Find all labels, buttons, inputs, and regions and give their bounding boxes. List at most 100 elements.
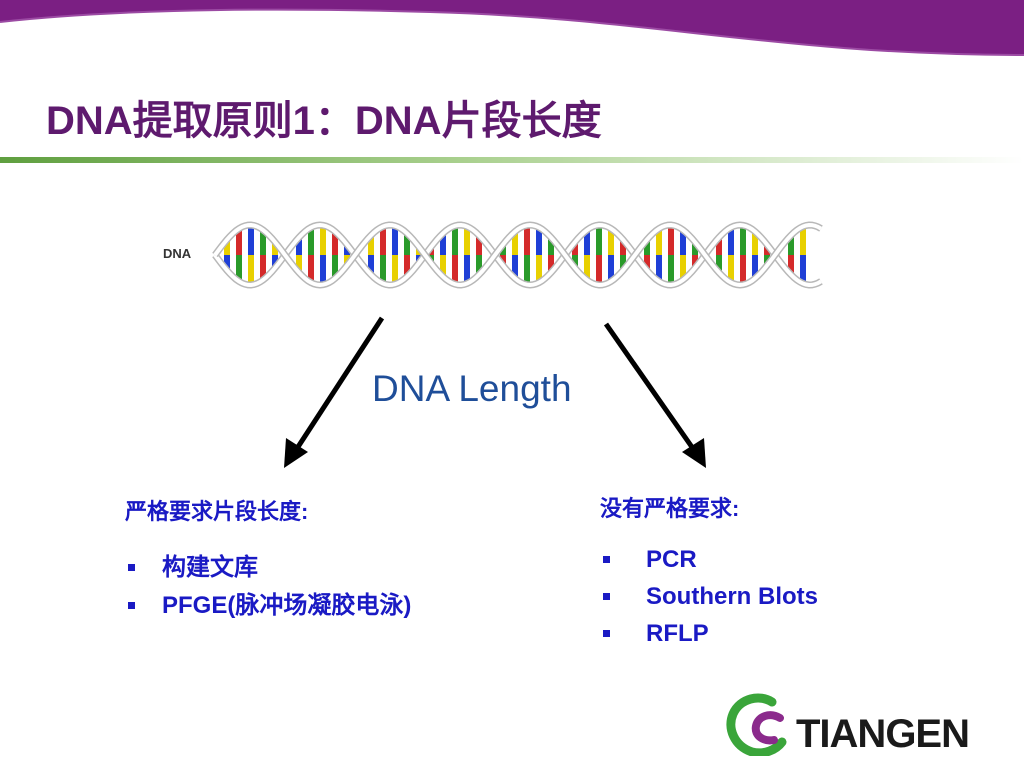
list-item-text: RFLP [646, 620, 709, 647]
dna-base-pair-segment [692, 255, 698, 269]
dna-base-pair-segment [440, 255, 446, 277]
dna-base-pair-segment [512, 231, 518, 255]
dna-base-pair-segment [236, 255, 242, 282]
dna-base-pair-segment [440, 233, 446, 255]
dna-base-pair-segment [380, 226, 386, 255]
dna-base-pair-segment [464, 226, 470, 255]
dna-base-pair-segment [668, 225, 674, 255]
dna-base-pair-segment [800, 255, 806, 284]
dna-base-pair-segment [680, 229, 686, 255]
dna-base-pair-segment [476, 235, 482, 255]
dna-base-pair-segment [368, 255, 374, 275]
dna-base-pair-segment [788, 255, 794, 275]
dna-base-pair-segment [584, 255, 590, 281]
dna-base-pair-segment [512, 255, 518, 279]
logo-brand-text: TIANGEN [796, 712, 970, 756]
dna-base-pair-segment [248, 225, 254, 255]
title-divider [0, 157, 1024, 163]
dna-base-pair-segment [248, 255, 254, 285]
dna-base-pair-segment [692, 241, 698, 255]
dna-base-pair-segment [608, 228, 614, 255]
dna-base-pair-segment [224, 255, 230, 271]
dna-base-pair-segment [332, 231, 338, 255]
dna-base-pair-segment [536, 227, 542, 255]
dna-base-pair-segment [572, 241, 578, 255]
dna-base-pair-segment [572, 255, 578, 269]
dna-base-pair-segment [800, 226, 806, 255]
square-bullet-icon [603, 630, 610, 637]
dna-base-pair-segment [260, 255, 266, 281]
dna-base-pair-segment [668, 255, 674, 285]
dna-base-pair-segment [740, 255, 746, 285]
dna-base-pair-segment [464, 255, 470, 284]
dna-base-pair-segment [584, 229, 590, 255]
no-strict-requirement-list: PCR Southern Blots RFLP [603, 544, 818, 655]
arrow-down-right-icon [603, 322, 706, 468]
dna-base-pair-segment [620, 239, 626, 255]
strict-requirement-heading: 严格要求片段长度: [125, 499, 309, 524]
no-strict-requirement-heading: 没有严格要求: [600, 496, 740, 521]
dna-base-pair-segment [404, 233, 410, 255]
arrow-down-left-icon [284, 316, 385, 468]
dna-base-pair-segment [524, 225, 530, 255]
list-item-text: Southern Blots [646, 583, 818, 610]
square-bullet-icon [128, 564, 135, 571]
list-item: 构建文库 [128, 552, 411, 590]
dna-base-pair-segment [620, 255, 626, 271]
dna-base-pair-segment [656, 255, 662, 282]
dna-base-pair-segment [656, 228, 662, 255]
dna-base-pair-segment [596, 255, 602, 285]
dna-base-pair-segment [272, 255, 278, 269]
slide-title: DNA提取原则1：DNA片段长度 [46, 99, 602, 143]
strict-requirement-list: 构建文库 PFGE(脉冲场凝胶电泳) [128, 552, 411, 628]
dna-base-pair-segment [644, 255, 650, 271]
dna-base-pair-segment [644, 239, 650, 255]
dna-label: DNA [163, 246, 192, 261]
dna-base-pair-segment [320, 255, 326, 285]
dna-base-pair-segment [296, 237, 302, 255]
dna-base-pair-segment [788, 235, 794, 255]
square-bullet-icon [603, 593, 610, 600]
dna-base-pair-segment [320, 225, 326, 255]
dna-base-pair-segment [332, 255, 338, 279]
dna-base-pair-segment [596, 225, 602, 255]
list-item: PFGE(脉冲场凝胶电泳) [128, 590, 411, 628]
list-item: PCR [603, 544, 818, 581]
dna-base-pair-segment [236, 228, 242, 255]
dna-base-pair-segment [296, 255, 302, 273]
tiangen-logo-icon [726, 693, 787, 756]
dna-base-pair-segment [752, 231, 758, 255]
dna-base-pair-segment [524, 255, 530, 285]
dna-base-pair-segment [452, 225, 458, 255]
dna-base-pair-segment [752, 255, 758, 279]
dna-base-pair-segment [368, 235, 374, 255]
dna-base-pair-segment [380, 255, 386, 284]
square-bullet-icon [128, 602, 135, 609]
dna-length-label: DNA Length [372, 368, 572, 409]
dna-base-pair-segment [476, 255, 482, 275]
dna-base-pair-segment [260, 229, 266, 255]
diverging-arrows [284, 316, 706, 468]
dna-base-pair-segment [536, 255, 542, 283]
dna-base-pair-segment [716, 255, 722, 273]
list-item-text: 构建文库 [162, 554, 258, 581]
header-swoosh [0, 0, 1024, 56]
dna-base-pair-segment [452, 255, 458, 285]
list-item-text: PFGE(脉冲场凝胶电泳) [162, 592, 412, 619]
dna-base-pair-segment [728, 255, 734, 283]
list-item: Southern Blots [603, 581, 818, 618]
dna-base-pair-segment [272, 241, 278, 255]
list-item-text: PCR [646, 546, 697, 573]
list-item: RFLP [603, 618, 818, 655]
dna-helix-illustration: DNA [163, 221, 823, 289]
dna-base-pair-segment [548, 237, 554, 255]
dna-base-pair-segment [728, 227, 734, 255]
dna-base-pair-segment [548, 255, 554, 273]
dna-base-pair-segment [716, 237, 722, 255]
dna-base-pair-segment [392, 255, 398, 285]
dna-base-pair-segment [308, 227, 314, 255]
square-bullet-icon [603, 556, 610, 563]
dna-base-pair-segment [224, 239, 230, 255]
dna-base-pair-segment [308, 255, 314, 283]
dna-base-pair-segment [392, 225, 398, 255]
